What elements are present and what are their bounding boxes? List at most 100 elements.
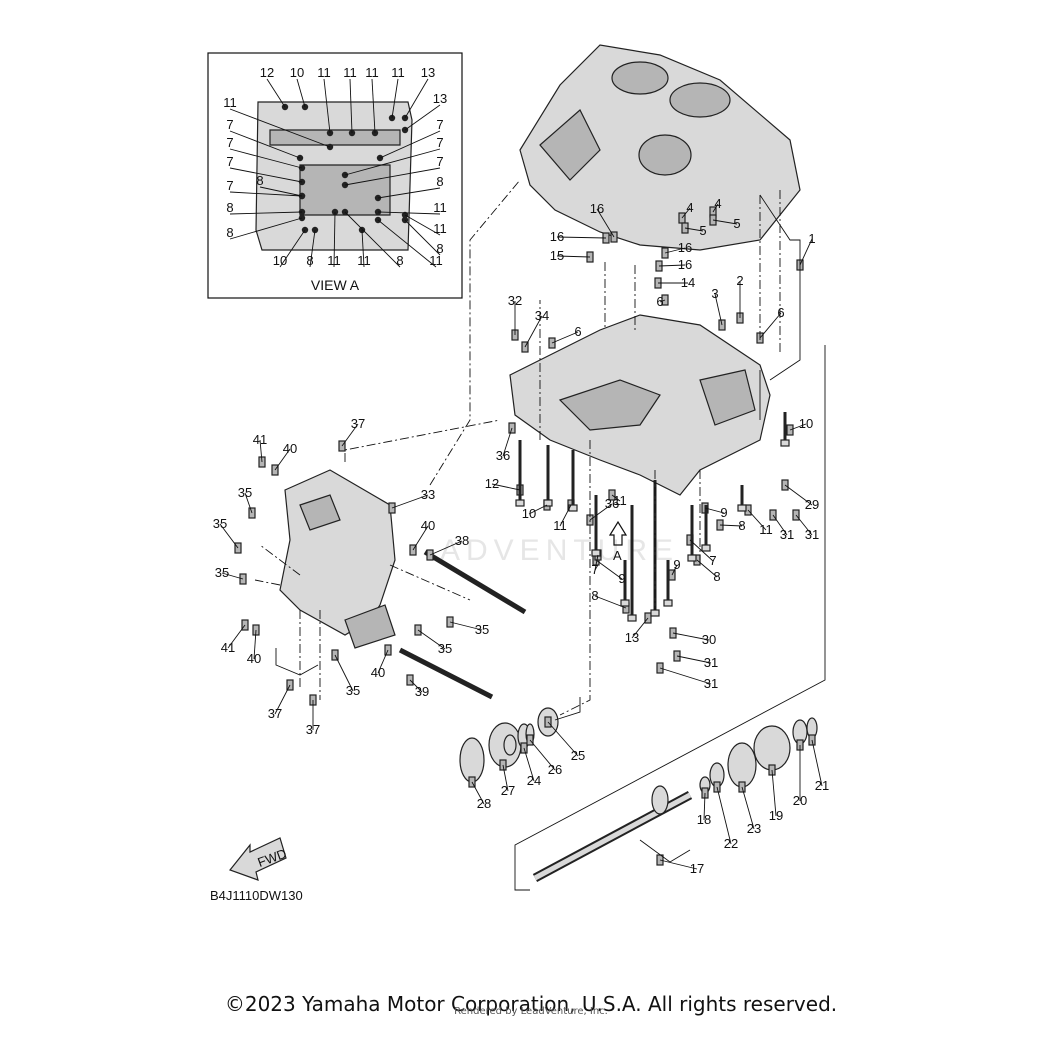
callout-label: 6 — [656, 294, 663, 309]
view-a-callout-label: 7 — [436, 135, 443, 150]
callout-leader — [741, 786, 755, 830]
callout-label: 31 — [704, 655, 718, 670]
shaft-collar — [651, 785, 669, 815]
view-a-callout-label: 11 — [429, 253, 443, 268]
view-a-callout-label: 11 — [317, 65, 331, 80]
output-shaft-assembly — [532, 717, 818, 882]
view-a-callout-label: 11 — [357, 253, 371, 268]
assembly-line-bolt-35a — [259, 544, 301, 576]
view-a-leader — [296, 78, 306, 108]
callout-leader — [253, 629, 257, 660]
callout-label: 16 — [550, 229, 564, 244]
crankcase-bolt-head — [737, 504, 747, 512]
callout-label: 23 — [747, 821, 761, 836]
callout-leader — [529, 739, 556, 771]
view-a-callout-label: 7 — [226, 135, 233, 150]
view-a-leader — [404, 78, 429, 119]
callout-leader — [631, 617, 649, 639]
callout-leader — [227, 624, 246, 649]
callout-leader — [244, 492, 253, 514]
callout-leader — [703, 792, 706, 821]
view-a-leader — [333, 211, 336, 268]
assembly-line-view-a — [429, 179, 521, 486]
view-a-arrow-icon — [608, 520, 628, 546]
callout-label: 28 — [477, 796, 491, 811]
callout-label: 10 — [799, 416, 813, 431]
view-a-callout-label: 11 — [343, 65, 357, 80]
view-a-leader — [229, 211, 303, 215]
view-a-leader — [379, 130, 441, 159]
callout-leader — [589, 503, 613, 521]
view-a-callout-label: 7 — [226, 178, 233, 193]
through-bolt-38 — [423, 549, 527, 615]
callout-leader — [274, 448, 291, 471]
callout-leader — [712, 203, 719, 213]
bracket-17 — [639, 839, 691, 863]
callout-leader — [671, 564, 678, 576]
callout-label: 40 — [283, 441, 297, 456]
callout-label: 7 — [709, 553, 716, 568]
crankcase-bolt-head — [627, 614, 637, 622]
callout-leader — [759, 312, 782, 339]
view-a-leader — [229, 167, 303, 183]
callout-label: 21 — [815, 778, 829, 793]
view-a-pointer: A — [608, 520, 628, 563]
callout-label: 1 — [808, 231, 815, 246]
callout-label: 40 — [371, 665, 385, 680]
callout-label: 16 — [678, 257, 692, 272]
view-a-callout-label: 11 — [223, 95, 237, 110]
callout-leader — [784, 484, 813, 506]
bearing-23 — [727, 742, 757, 788]
callout-label: 12 — [485, 476, 499, 491]
view-a-leader — [391, 78, 399, 119]
assembly-line-mount — [344, 419, 501, 462]
callout-label: 16 — [590, 201, 604, 216]
view-a-callout-label: 8 — [306, 253, 313, 268]
callout-leader — [712, 219, 738, 225]
fwd-arrow: FWD — [229, 837, 288, 881]
callout-label: 31 — [780, 527, 794, 542]
callout-leader — [449, 621, 483, 631]
callout-leader — [259, 439, 263, 463]
crankcase-bolt-head — [663, 599, 673, 607]
callout-label: 35 — [213, 516, 227, 531]
callout-label: 13 — [625, 630, 639, 645]
assembly-lines — [254, 179, 781, 716]
callout-label: 19 — [769, 808, 783, 823]
view-a-leader — [371, 78, 376, 134]
callout-leader — [771, 769, 777, 817]
view-a-leader — [259, 186, 303, 197]
view-a-callout-label: 7 — [226, 154, 233, 169]
callout-label: 29 — [805, 497, 819, 512]
callout-leader — [594, 554, 599, 571]
callout-leader — [684, 227, 704, 232]
callout-label: 8 — [713, 569, 720, 584]
callout-leader — [704, 507, 725, 514]
callout-leader — [664, 247, 686, 254]
callout-leader — [377, 649, 389, 674]
through-bolt-39 — [398, 647, 494, 700]
callout-label: 4 — [714, 196, 721, 211]
view-a-callout-label: 11 — [327, 253, 341, 268]
view-a-leader — [229, 130, 301, 159]
cylinder-bore-2 — [669, 82, 731, 118]
view-a-callout-label: 8 — [226, 200, 233, 215]
callout-leader — [595, 559, 623, 580]
callout-label: 22 — [724, 836, 738, 851]
callout-label: 33 — [421, 487, 435, 502]
callout-label: 9 — [720, 505, 727, 520]
callout-label: 38 — [455, 533, 469, 548]
callout-leader — [341, 423, 359, 447]
callout-label: 14 — [681, 275, 695, 290]
bearing-27-bore — [503, 734, 517, 756]
view-a-leader — [404, 214, 441, 236]
callout-label: 31 — [805, 527, 819, 542]
view-a-leader — [404, 104, 441, 131]
callout-label: 27 — [501, 783, 515, 798]
view-a-leader — [344, 167, 441, 186]
upper-crankcase — [519, 44, 801, 251]
callout-leader — [659, 859, 698, 870]
callout-label: 11 — [759, 522, 773, 537]
